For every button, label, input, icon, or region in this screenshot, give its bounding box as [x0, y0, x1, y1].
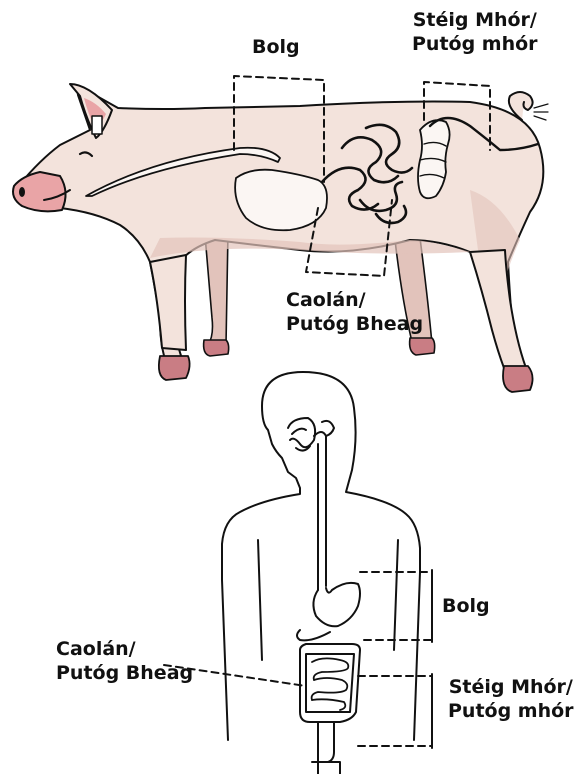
human-label-small-intestine-line1: Caolán/ [56, 637, 193, 661]
human-body-outline [222, 372, 303, 740]
human-illustration [164, 372, 432, 774]
pig-illustration [13, 76, 548, 392]
pig-far-hooves [204, 338, 435, 356]
pig-label-large-intestine-line1: Stéig Mhór/ [412, 8, 538, 32]
human-bracket-lines [164, 572, 432, 746]
pig-label-large-intestine: Stéig Mhór/ Putóg mhór [412, 8, 538, 56]
human-label-small-intestine-line2: Putóg Bheag [56, 661, 193, 685]
human-arm-crease-right [394, 540, 398, 650]
human-stomach-lower [297, 630, 330, 640]
human-label-large-intestine-line1: Stéig Mhór/ [448, 675, 574, 699]
human-nasal [292, 429, 306, 434]
human-arm-crease-left [258, 540, 262, 660]
pig-label-small-intestine: Caolán/ Putóg Bheag [286, 288, 423, 336]
human-label-stomach: Bolg [442, 594, 490, 618]
pig-label-small-intestine-line1: Caolán/ [286, 288, 423, 312]
human-small-intestine [312, 658, 349, 710]
human-esophagus [314, 432, 326, 590]
human-rectum-inner [312, 762, 340, 774]
pig-label-stomach: Bolg [252, 35, 300, 59]
human-label-small-intestine: Caolán/ Putóg Bheag [56, 637, 193, 685]
pig-stomach [235, 170, 327, 231]
human-rectum [318, 722, 334, 774]
pig-tail-tuft [534, 104, 548, 120]
pig-label-large-intestine-line2: Putóg mhór [412, 32, 538, 56]
human-body-outline-right [303, 372, 420, 740]
pig-nostril [19, 187, 25, 197]
human-label-large-intestine: Stéig Mhór/ Putóg mhór [448, 675, 574, 723]
human-stomach [313, 583, 360, 626]
pig-ear-tag [92, 116, 102, 134]
pig-label-small-intestine-line2: Putóg Bheag [286, 312, 423, 336]
human-label-large-intestine-line2: Putóg mhór [448, 699, 574, 723]
